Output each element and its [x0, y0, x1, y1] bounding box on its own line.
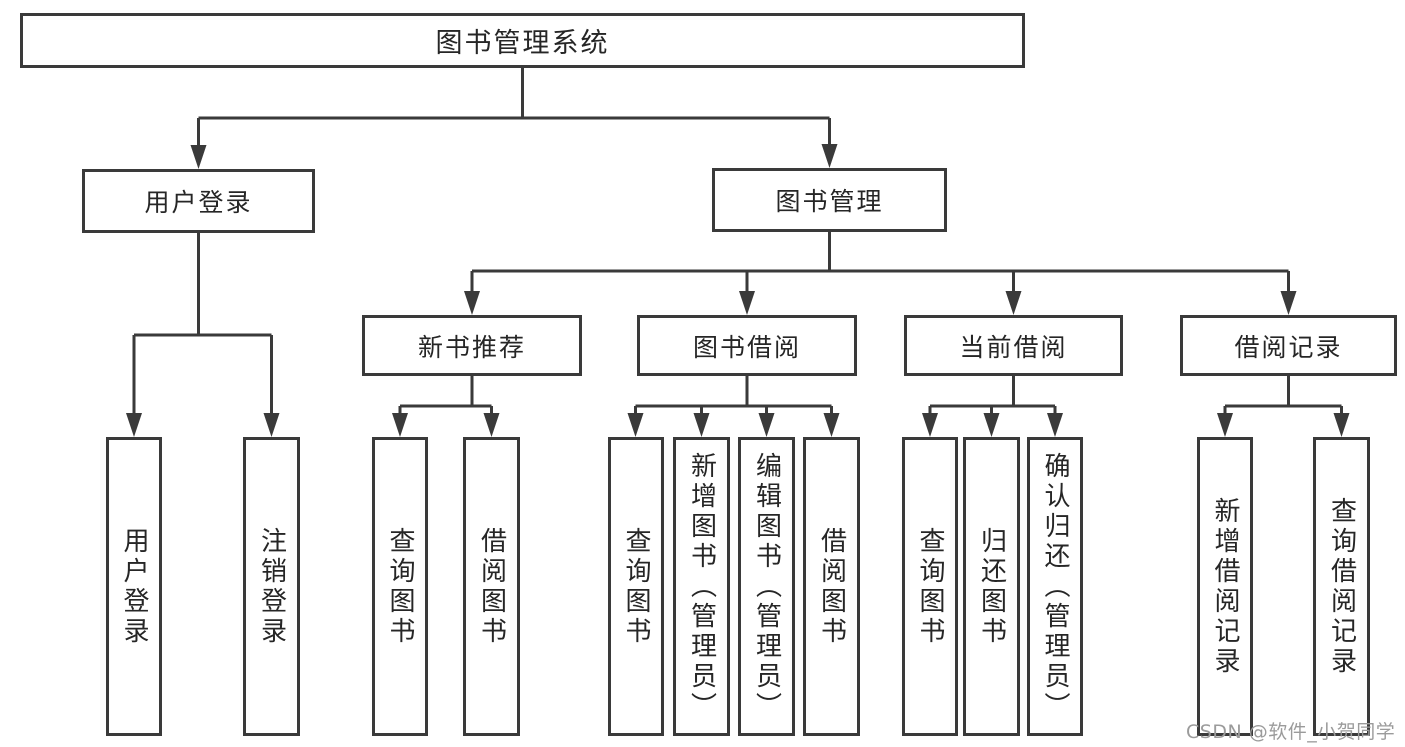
- leaf-return-books: 归还图书: [963, 437, 1020, 736]
- node-library-management-system: 图书管理系统: [20, 13, 1025, 68]
- leaf-user-login: 用户登录: [106, 437, 162, 736]
- node-user-login: 用户登录: [82, 169, 315, 233]
- leaf-query-books-recommend: 查询图书: [372, 437, 428, 736]
- leaf-add-books-admin: 新增图书（管理员）: [673, 437, 730, 736]
- node-borrowing-records: 借阅记录: [1180, 315, 1397, 376]
- leaf-logout: 注销登录: [243, 437, 300, 736]
- leaf-query-books-borrowing: 查询图书: [608, 437, 664, 736]
- node-book-borrowing: 图书借阅: [637, 315, 857, 376]
- leaf-query-borrow-record: 查询借阅记录: [1313, 437, 1370, 736]
- leaf-borrow-books-recommend: 借阅图书: [463, 437, 520, 736]
- leaf-borrow-books-borrowing: 借阅图书: [803, 437, 860, 736]
- node-current-borrowing: 当前借阅: [904, 315, 1123, 376]
- node-new-book-recommend: 新书推荐: [362, 315, 582, 376]
- leaf-add-borrow-record: 新增借阅记录: [1197, 437, 1253, 736]
- leaf-edit-books-admin: 编辑图书（管理员）: [738, 437, 795, 736]
- leaf-confirm-return-admin: 确认归还（管理员）: [1027, 437, 1083, 736]
- leaf-query-books-current: 查询图书: [902, 437, 958, 736]
- watermark: CSDN @软件_小贺同学: [1186, 721, 1396, 743]
- node-book-management: 图书管理: [712, 168, 947, 232]
